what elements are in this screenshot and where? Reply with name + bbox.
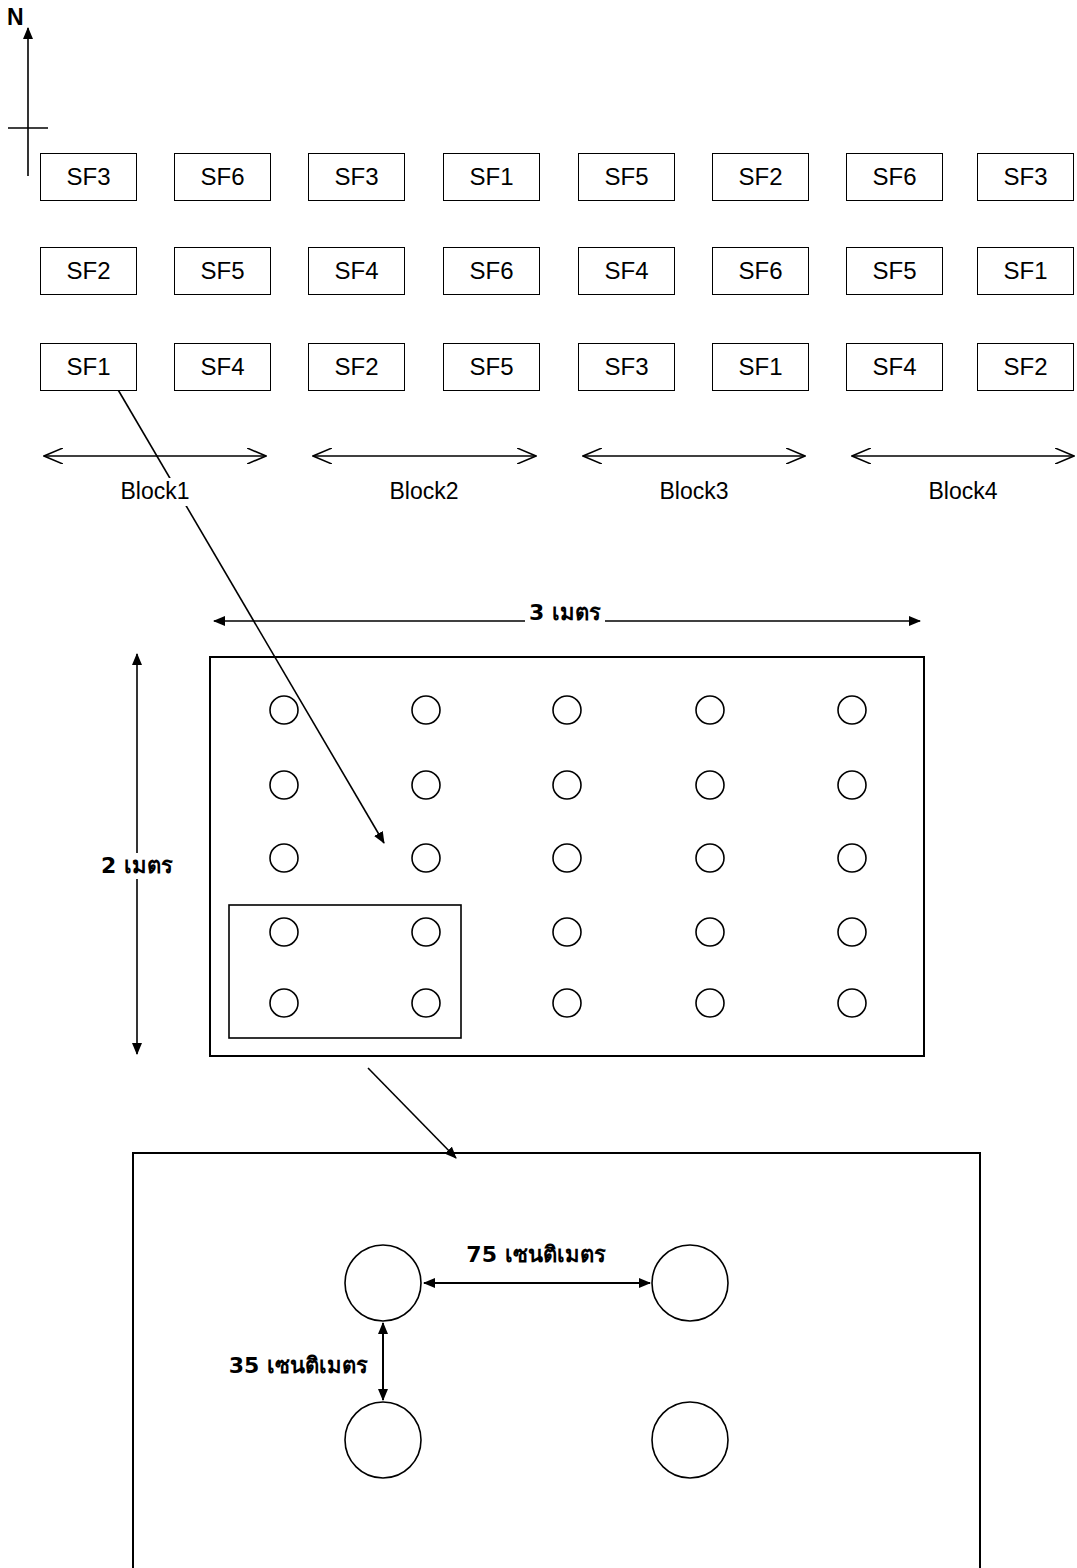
treatment-label: SF3 (66, 163, 110, 191)
subplot-box: SF5 (443, 343, 540, 391)
plant-hole (838, 989, 866, 1017)
plant-hole (270, 989, 298, 1017)
subplot-box: SF2 (977, 343, 1074, 391)
treatment-label: SF3 (1003, 163, 1047, 191)
subplot-box: SF3 (308, 153, 405, 201)
subplot-box: SF6 (443, 247, 540, 295)
treatment-label: SF1 (738, 353, 782, 381)
treatment-label: SF4 (872, 353, 916, 381)
subplot-box: SF4 (308, 247, 405, 295)
subplot-box: SF4 (174, 343, 271, 391)
plant-hole (270, 771, 298, 799)
treatment-label: SF5 (604, 163, 648, 191)
plant-hole (412, 844, 440, 872)
plant-hole (270, 918, 298, 946)
plant-hole (412, 989, 440, 1017)
plant-hole (412, 918, 440, 946)
subplot-box: SF6 (174, 153, 271, 201)
plant-hole (412, 696, 440, 724)
plant-hole (696, 696, 724, 724)
plant-hole (270, 696, 298, 724)
subplot-box: SF3 (977, 153, 1074, 201)
plant-hole (270, 844, 298, 872)
block-label: Block1 (116, 478, 193, 506)
plant-hole (838, 696, 866, 724)
subplot-box: SF2 (308, 343, 405, 391)
subplot-box: SF6 (846, 153, 943, 201)
treatment-label: SF2 (738, 163, 782, 191)
treatment-label: SF5 (872, 257, 916, 285)
treatment-label: SF2 (1003, 353, 1047, 381)
treatment-label: SF6 (200, 163, 244, 191)
subplot-box: SF5 (846, 247, 943, 295)
treatment-label: SF2 (334, 353, 378, 381)
block-label: Block2 (385, 478, 462, 506)
subplot-box: SF4 (846, 343, 943, 391)
treatment-label: SF1 (66, 353, 110, 381)
plant-hole (696, 918, 724, 946)
treatment-label: SF5 (469, 353, 513, 381)
treatment-label: SF2 (66, 257, 110, 285)
block-label: Block4 (924, 478, 1001, 506)
plant-hole (553, 696, 581, 724)
north-label: N (3, 4, 28, 32)
plant-hole (838, 771, 866, 799)
plant-hole (696, 844, 724, 872)
subplot-box: SF5 (578, 153, 675, 201)
subplot-box: SF1 (977, 247, 1074, 295)
treatment-label: SF4 (604, 257, 648, 285)
plant-hole (553, 844, 581, 872)
plant-hole (412, 771, 440, 799)
treatment-label: SF4 (334, 257, 378, 285)
subplot-box: SF1 (40, 343, 137, 391)
treatment-label: SF6 (469, 257, 513, 285)
subplot-box: SF1 (443, 153, 540, 201)
plant-hole (553, 989, 581, 1017)
subplot-box: SF2 (40, 247, 137, 295)
treatment-label: SF1 (1003, 257, 1047, 285)
dimension-label: 2 เมตร (97, 853, 177, 879)
subplot-box: SF3 (578, 343, 675, 391)
plant-hole (553, 771, 581, 799)
dimension-label: 75 เซนติเมตร (462, 1242, 609, 1268)
dimension-label: 35 เซนติเมตร (225, 1353, 372, 1379)
dimension-label: 3 เมตร (525, 600, 605, 626)
plant-hole (838, 918, 866, 946)
subplot-box: SF6 (712, 247, 809, 295)
subplot-box: SF1 (712, 343, 809, 391)
block-label: Block3 (655, 478, 732, 506)
plant-hole (696, 989, 724, 1017)
plant-hole (696, 771, 724, 799)
treatment-label: SF4 (200, 353, 244, 381)
treatment-label: SF3 (334, 163, 378, 191)
treatment-label: SF6 (738, 257, 782, 285)
treatment-label: SF6 (872, 163, 916, 191)
subplot-box: SF4 (578, 247, 675, 295)
plant-hole (553, 918, 581, 946)
treatment-label: SF5 (200, 257, 244, 285)
treatment-label: SF3 (604, 353, 648, 381)
subplot-box: SF2 (712, 153, 809, 201)
subplot-box: SF3 (40, 153, 137, 201)
treatment-label: SF1 (469, 163, 513, 191)
subplot-box: SF5 (174, 247, 271, 295)
plant-hole (838, 844, 866, 872)
